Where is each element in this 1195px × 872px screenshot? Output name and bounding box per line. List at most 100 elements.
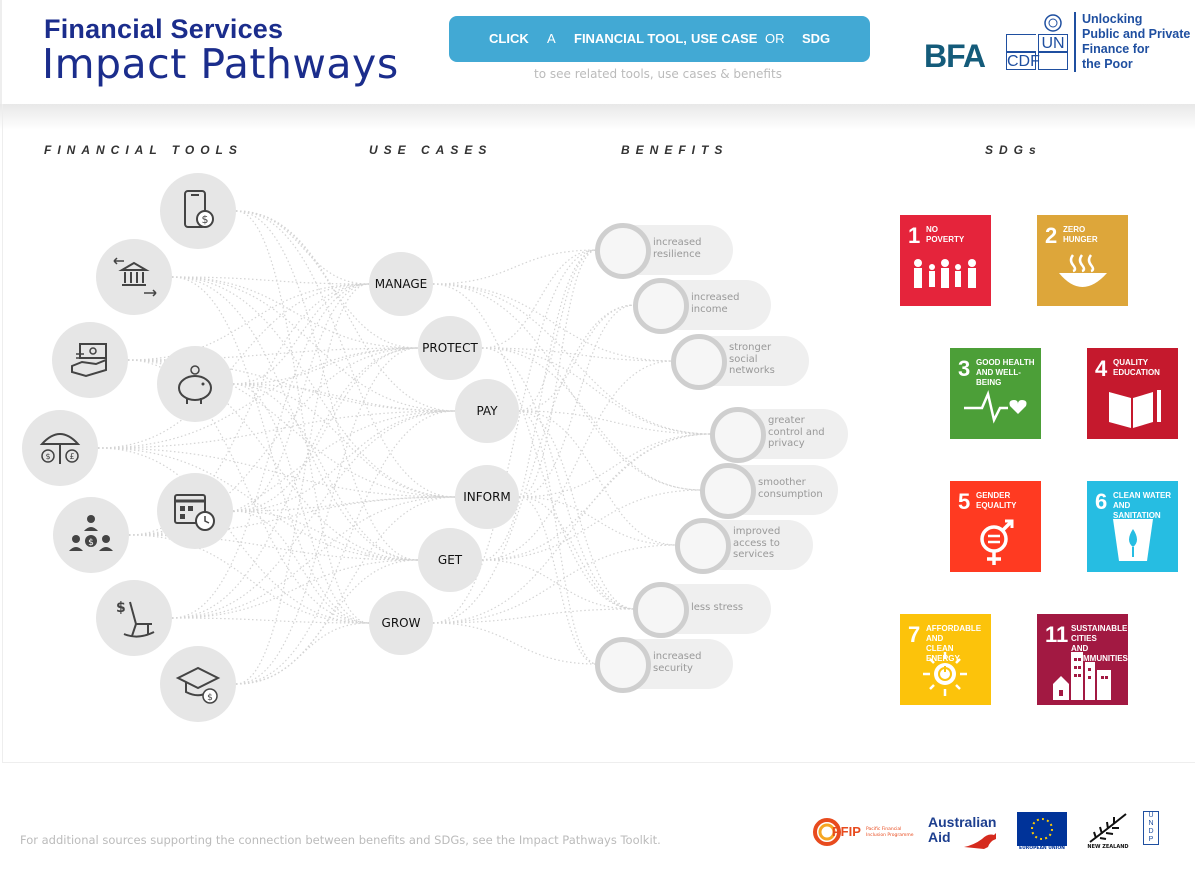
sdg-title-line: GENDER — [976, 491, 1011, 500]
use-benefit-connector — [481, 249, 598, 561]
pill-use-case[interactable]: USE CASE — [691, 31, 758, 46]
sdg-title-line: NO — [926, 225, 938, 234]
use-case-protect[interactable]: PROTECT — [418, 316, 482, 380]
use-case-manage[interactable]: MANAGE — [369, 252, 433, 316]
title-line-1: Financial Services — [44, 14, 284, 44]
use-case-pay[interactable]: PAY — [455, 379, 519, 443]
new-zealand-text: NEW ZEALAND — [1087, 844, 1129, 850]
benefit-less-stress[interactable]: less stress — [633, 582, 771, 638]
svg-text:$: $ — [207, 693, 213, 703]
sdg-number: 5 — [958, 489, 971, 514]
tagline-line: Finance for — [1082, 42, 1150, 56]
benefit-label-line: services — [733, 549, 775, 560]
use-benefit-connector — [432, 622, 598, 665]
tool-use-connector — [127, 359, 456, 498]
use-benefit-connector — [481, 489, 703, 561]
cash-payment-icon — [71, 343, 107, 378]
pfip-swirl-icon — [813, 818, 841, 846]
pfip-logo-text: PFIP — [832, 824, 861, 839]
group-savings-icon: $ — [69, 515, 113, 551]
undp-letter: N — [1148, 820, 1154, 827]
uncdf-logo: UN CDF — [1006, 14, 1070, 72]
tool-use-connector — [235, 496, 456, 685]
sdg-number: 11 — [1045, 622, 1069, 647]
tool-use-connector — [128, 283, 370, 536]
pill-sdg[interactable]: SDG — [802, 31, 831, 46]
tool-cash-payment[interactable] — [52, 322, 128, 398]
tool-use-connector — [97, 410, 456, 449]
benefit-ring — [700, 463, 756, 519]
sun-power-icon — [923, 652, 967, 696]
column-header-use-cases: USE CASES — [369, 143, 493, 157]
benefit-label-line: social — [729, 353, 758, 365]
benefit-ring — [595, 223, 651, 279]
pfip-sub-line: Pacific Financial — [866, 827, 902, 832]
eu-logo-text: EUROPEAN UNION — [1019, 846, 1065, 851]
tool-use-connector — [171, 283, 370, 619]
sdg-title-line: CLEAN ENERGY — [926, 644, 960, 663]
benefit-ring — [595, 637, 651, 693]
tool-use-connector — [127, 359, 370, 624]
tool-education-finance[interactable]: $ — [160, 646, 236, 722]
benefit-label-line: greater — [768, 415, 805, 426]
tool-bank-transfer[interactable] — [96, 239, 172, 315]
tool-use-connector — [232, 510, 419, 561]
tool-insurance[interactable]: $£ — [22, 410, 98, 486]
benefit-label-line: increased — [653, 237, 702, 248]
tool-scheduled-payments[interactable] — [157, 473, 233, 549]
benefit-label-line: consumption — [758, 488, 823, 500]
sdg-number: 1 — [908, 223, 921, 248]
tool-pension[interactable]: $ — [96, 580, 172, 656]
use-case-get[interactable]: GET — [418, 528, 482, 592]
sdg-title-line: SUSTAINABLE CITIES — [1071, 624, 1128, 643]
pill-financial-tool[interactable]: FINANCIAL TOOL, — [574, 31, 687, 46]
tool-use-connector — [232, 383, 419, 561]
tool-group-savings[interactable]: $ — [53, 497, 129, 573]
use-case-grow[interactable]: GROW — [369, 591, 433, 655]
benefit-ring — [633, 582, 689, 638]
use-benefit-connector — [518, 410, 713, 435]
tool-use-connector — [171, 276, 456, 498]
svg-text:$: $ — [45, 452, 50, 461]
tool-mobile-money[interactable]: $ — [160, 173, 236, 249]
tool-savings[interactable] — [157, 346, 233, 422]
benefit-label-line: access to — [733, 537, 780, 549]
use-benefit-connector — [518, 410, 678, 546]
tool-use-connector — [235, 210, 456, 412]
use-benefit-connector — [518, 410, 636, 610]
tool-use-connector — [171, 410, 456, 619]
tool-use-connector — [171, 276, 456, 412]
aus-aid-line: Aid — [928, 829, 951, 845]
use-benefit-connector — [432, 249, 598, 285]
uncdf-cell-cdf: CDF — [1006, 52, 1040, 70]
benefit-ring — [671, 334, 727, 390]
top-bar: Financial Services Impact Pathways CLICK… — [0, 0, 1195, 104]
use-case-inform[interactable]: INFORM — [455, 465, 519, 529]
tool-use-connector — [97, 447, 419, 561]
pill-click: CLICK — [489, 31, 529, 46]
